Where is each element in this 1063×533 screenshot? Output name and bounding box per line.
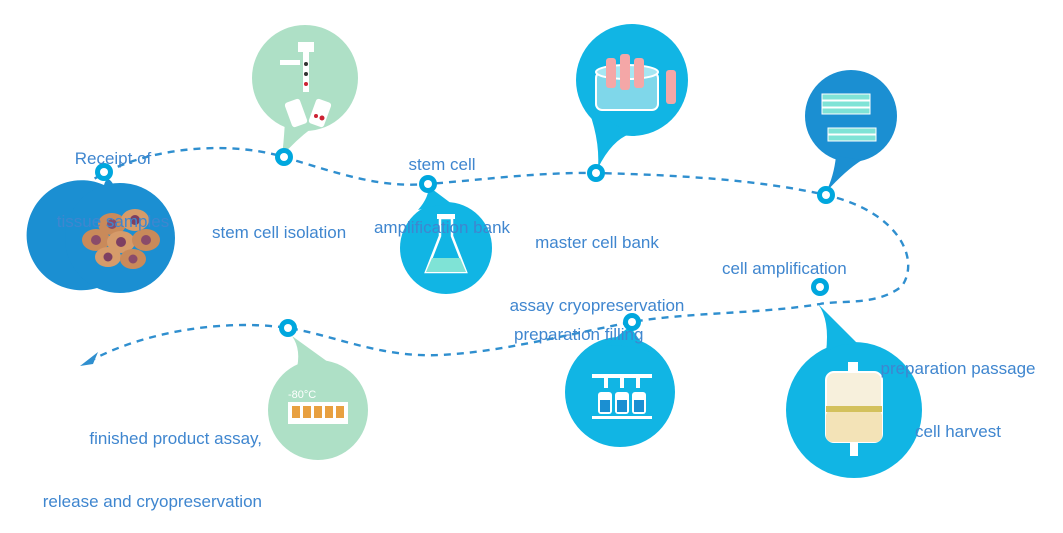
path-node-amp-bank — [419, 175, 437, 193]
label-finished-line-2: release and cryopreservation — [42, 492, 262, 511]
bubble-amp-bank — [400, 186, 492, 294]
filling-vials-icon — [592, 374, 652, 419]
label-master-bank: master cell bank assay cryopreservation — [490, 190, 704, 337]
path-node-filling — [623, 313, 641, 331]
tissue-cells-icon — [82, 209, 160, 269]
bubble-harvest — [786, 304, 922, 478]
path-node-harvest — [811, 278, 829, 296]
freezer-temperature-label: -80°C — [288, 389, 316, 401]
culture-plates-icon — [821, 93, 877, 142]
label-filling-line-1: preparation filling — [514, 325, 644, 344]
label-receipt-line-2: tissue samples — [56, 212, 170, 231]
path-node-amplification — [817, 186, 835, 204]
label-isolation-line-1: stem cell isolation — [212, 223, 347, 242]
label-harvest: preparation passage cell harvest — [866, 316, 1050, 463]
label-finished-line-1: finished product assay, — [89, 429, 262, 448]
label-amplification-line-1: cell amplification — [722, 259, 847, 278]
path-node-finished — [279, 319, 297, 337]
bubble-isolation — [252, 25, 358, 156]
bubble-amplification — [805, 70, 897, 192]
bubble-master-bank — [576, 24, 688, 168]
label-harvest-line-2: cell harvest — [915, 422, 1001, 441]
centrifuge-tubes-icon — [280, 42, 332, 128]
infusion-bag-icon — [825, 362, 883, 456]
process-flow-diagram: -80°C — [26, 24, 922, 478]
label-amplification: cell amplification — [722, 216, 847, 300]
label-isolation: stem cell isolation — [212, 180, 346, 264]
path-nodes — [95, 148, 835, 337]
label-receipt-line-1: Receipt of — [74, 149, 152, 168]
cryo-tubes-icon — [595, 54, 676, 111]
path-node-master-bank — [587, 164, 605, 182]
label-master-bank-line-1: master cell bank — [535, 233, 659, 252]
path-node-receipt — [95, 163, 113, 181]
label-amp-bank: stem cell amplification bank — [352, 112, 532, 259]
bubble-filling — [565, 326, 675, 447]
flow-path — [83, 146, 910, 362]
bubble-receipt — [26, 179, 175, 293]
label-amp-bank-line-1: stem cell — [408, 155, 476, 174]
path-node-isolation — [275, 148, 293, 166]
label-amp-bank-line-2: amplification bank — [373, 218, 511, 237]
freezer-rack-icon: -80°C — [288, 389, 348, 424]
label-receipt: Receipt of tissue samples — [38, 106, 188, 253]
label-finished: finished product assay, release and cryo… — [14, 386, 262, 533]
erlenmeyer-flask-icon — [424, 214, 468, 274]
bubble-finished: -80°C — [268, 336, 368, 460]
arrow-head-icon — [80, 352, 98, 366]
label-harvest-line-1: preparation passage — [880, 359, 1036, 378]
label-filling: preparation filling — [514, 282, 643, 366]
label-master-bank-line-2: assay cryopreservation — [509, 296, 685, 315]
